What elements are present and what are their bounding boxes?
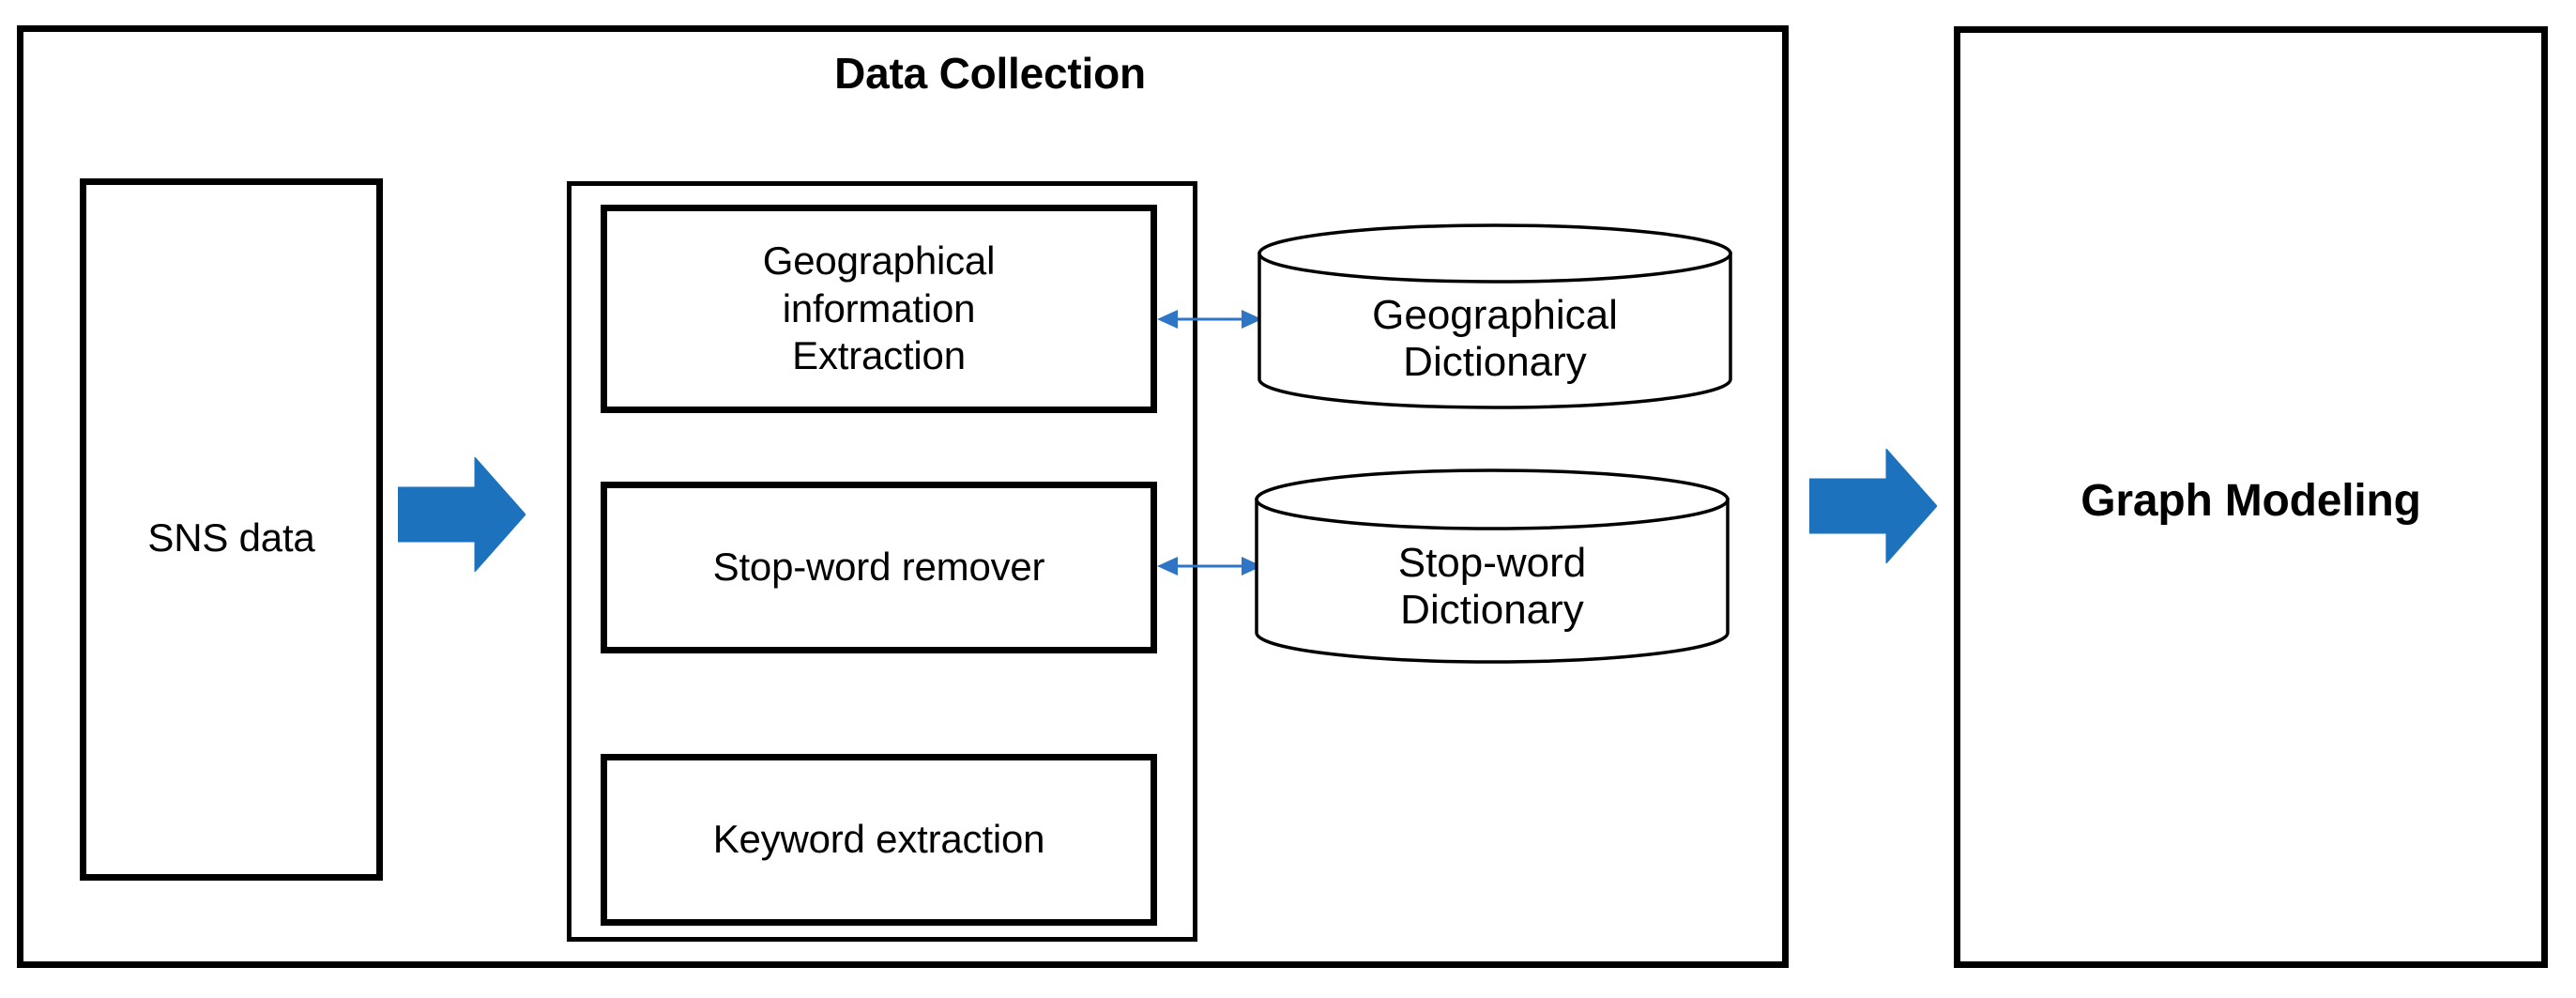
datastore-geographical-dictionary: Geographical Dictionary — [1258, 223, 1732, 409]
pipeline-step-keyword-extraction-label: Keyword extraction — [712, 817, 1045, 862]
data-collection-title: Data Collection — [834, 49, 1146, 99]
pipeline-step-geographical-extraction-label: Geographical information Extraction — [762, 238, 996, 378]
datastore-stopword-dictionary-label: Stop-word Dictionary — [1397, 540, 1587, 633]
database-cylinder-icon — [1255, 468, 1730, 664]
datastore-stopword-dictionary: Stop-word Dictionary — [1255, 468, 1730, 665]
block-arrow-right-icon — [1809, 449, 1937, 563]
block-arrow-right-icon — [398, 457, 526, 572]
database-cylinder-icon — [1258, 223, 1732, 409]
graph-modeling-panel — [1954, 26, 2548, 968]
double-arrow-icon — [1157, 557, 1262, 576]
pipeline-step-keyword-extraction — [601, 754, 1157, 926]
graph-modeling-title: Graph Modeling — [2081, 476, 2421, 527]
sns-data-box — [80, 178, 383, 881]
sns-data-label: SNS data — [147, 514, 315, 560]
pipeline-step-geographical-extraction — [601, 205, 1157, 413]
connector-geo-step-to-geo-dictionary — [1157, 302, 1262, 336]
arrow-sns-to-pipeline — [398, 457, 526, 572]
datastore-geographical-dictionary-label: Geographical Dictionary — [1372, 291, 1618, 385]
connector-stopword-step-to-stopword-dictionary — [1157, 549, 1262, 583]
pipeline-step-stopword-remover — [601, 482, 1157, 653]
pipeline-step-stopword-remover-label: Stop-word remover — [712, 545, 1045, 590]
arrow-pipeline-to-graph-modeling — [1809, 449, 1937, 563]
double-arrow-icon — [1157, 310, 1262, 329]
